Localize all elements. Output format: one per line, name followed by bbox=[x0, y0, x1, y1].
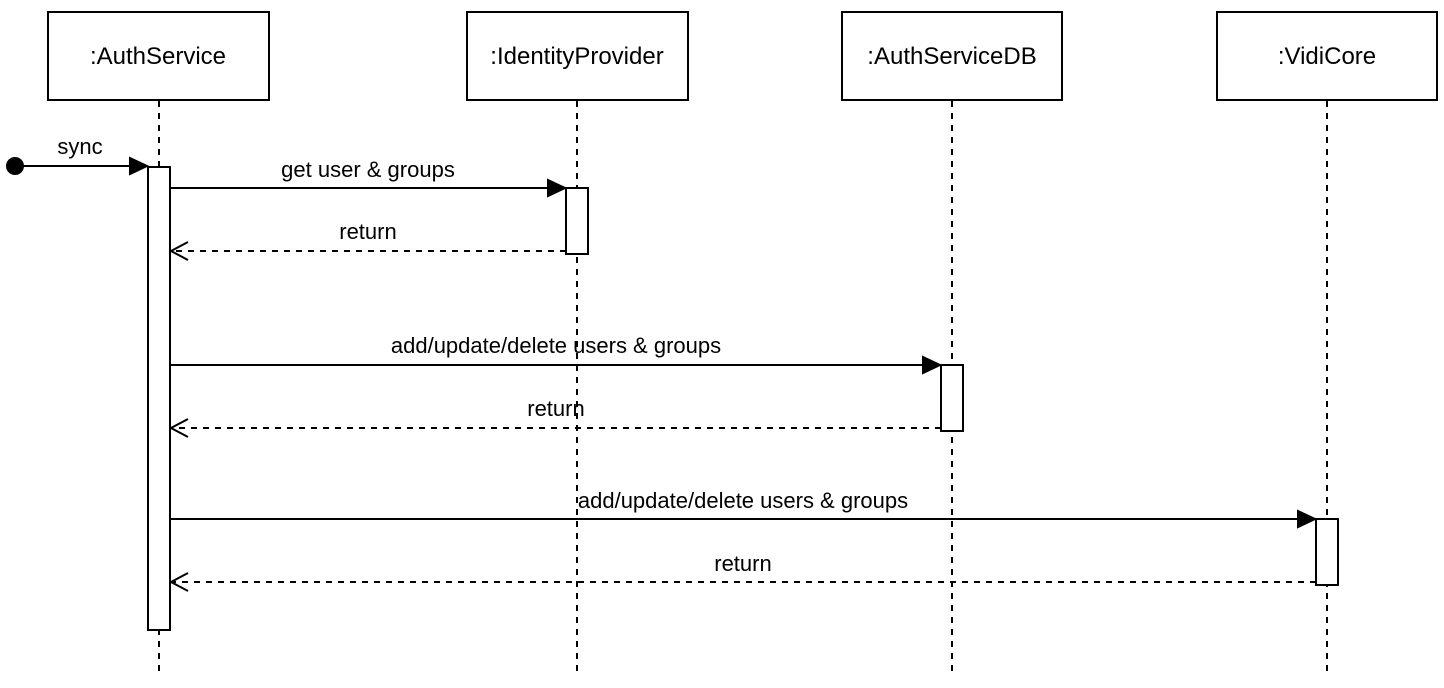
activation-identityprovider bbox=[565, 187, 589, 255]
message-label: return bbox=[527, 396, 584, 421]
message-get-user-groups: get user & groups bbox=[170, 157, 568, 198]
message-return-vidicore: return bbox=[168, 551, 1316, 592]
open-arrowhead-icon bbox=[168, 572, 189, 592]
participant-box bbox=[841, 11, 1063, 101]
activation-authservice bbox=[147, 166, 171, 631]
message-label: return bbox=[714, 551, 771, 576]
message-label: sync bbox=[57, 134, 102, 159]
open-arrowhead-icon bbox=[168, 418, 189, 438]
message-label: add/update/delete users & groups bbox=[391, 333, 721, 358]
participant-label: :AuthServiceDB bbox=[867, 43, 1036, 70]
participant-authservice[interactable]: :AuthService bbox=[47, 11, 270, 101]
filled-arrowhead-icon bbox=[547, 178, 568, 198]
message-add-update-delete-db: add/update/delete users & groups bbox=[170, 333, 943, 375]
message-return-authservicedb: return bbox=[168, 396, 941, 438]
open-arrowhead-icon bbox=[168, 241, 189, 261]
participant-label: :IdentityProvider bbox=[490, 43, 663, 70]
participant-box bbox=[47, 11, 270, 101]
participant-authservicedb[interactable]: :AuthServiceDB bbox=[841, 11, 1063, 101]
participant-box bbox=[1216, 11, 1438, 101]
message-label: get user & groups bbox=[281, 157, 455, 182]
message-label: return bbox=[339, 219, 396, 244]
participant-identityprovider[interactable]: :IdentityProvider bbox=[466, 11, 689, 101]
activation-authservicedb bbox=[940, 364, 964, 432]
participant-label: :VidiCore bbox=[1278, 43, 1376, 70]
message-return-identityprovider: return bbox=[168, 219, 566, 261]
participant-label: :AuthService bbox=[90, 43, 226, 70]
message-label: add/update/delete users & groups bbox=[578, 488, 908, 513]
participant-box bbox=[466, 11, 689, 101]
message-sync: sync bbox=[6, 134, 150, 176]
message-add-update-delete-vidicore: add/update/delete users & groups bbox=[170, 488, 1318, 529]
filled-arrowhead-icon bbox=[129, 156, 150, 176]
filled-arrowhead-icon bbox=[922, 355, 943, 375]
participant-vidicore[interactable]: :VidiCore bbox=[1216, 11, 1438, 101]
activation-vidicore bbox=[1315, 518, 1339, 586]
filled-arrowhead-icon bbox=[1297, 509, 1318, 529]
